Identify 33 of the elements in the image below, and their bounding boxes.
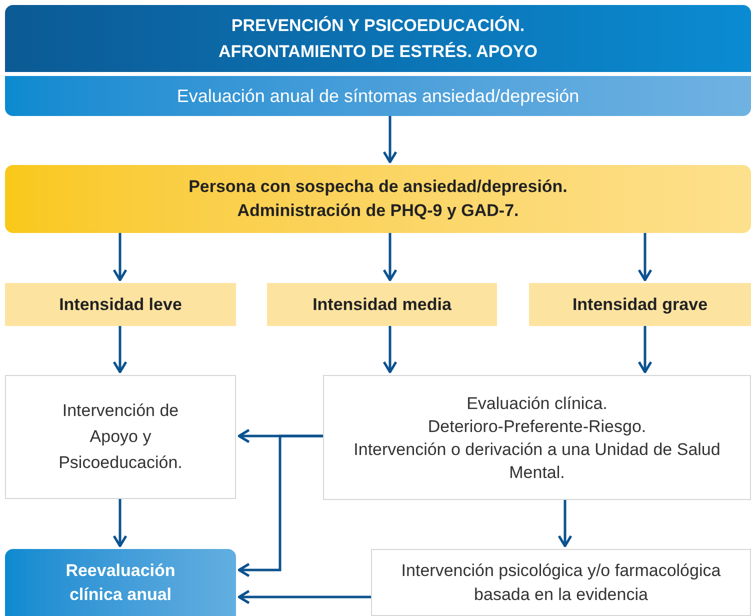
process-box — [529, 283, 751, 326]
arrow — [382, 326, 398, 374]
process-box — [5, 283, 236, 326]
node-text: Intensidad grave — [572, 294, 708, 316]
header-band — [5, 76, 751, 116]
arrow — [238, 590, 371, 604]
process-box — [267, 283, 497, 326]
node-text: PREVENCIÓN Y PSICOEDUCACIÓN. AFRONTAMIENTO DE ESTRÉS. APOYO — [218, 14, 538, 62]
node-text: Intensidad leve — [59, 294, 182, 316]
arrow — [382, 116, 398, 164]
process-box — [371, 549, 751, 616]
node-text: Evaluación clínica. — [466, 392, 608, 414]
arrow — [112, 326, 128, 374]
node-text: Reevaluación clínica anual — [64, 560, 176, 606]
process-box — [5, 375, 236, 499]
node-text: Intensidad media — [312, 294, 452, 316]
arrow — [238, 434, 323, 578]
arrow — [638, 326, 652, 374]
arrow — [382, 233, 398, 282]
node-text: Intervención psicológica y/o farmacológica basada en la evidencia — [400, 560, 722, 606]
arrow — [558, 500, 572, 548]
arrow — [638, 233, 652, 282]
header-band — [5, 5, 751, 72]
node-text: Intervención de Apoyo y Psicoeducación. — [58, 400, 184, 474]
process-box — [5, 165, 751, 233]
arrow — [112, 499, 128, 548]
process-box — [5, 549, 236, 616]
node-text: Evaluación anual de síntomas ansiedad/depresión — [176, 84, 580, 108]
node-text: Persona con sospecha de ansiedad/depresión. Administración de PHQ-9 y GAD-7. — [188, 176, 568, 222]
node-text: Deterioro-Preferente-Riesgo. — [426, 416, 648, 438]
process-box — [323, 375, 751, 500]
node-text: Intervención o derivación a una Unidad de Salud Mental. — [352, 438, 722, 484]
arrow — [112, 233, 128, 282]
